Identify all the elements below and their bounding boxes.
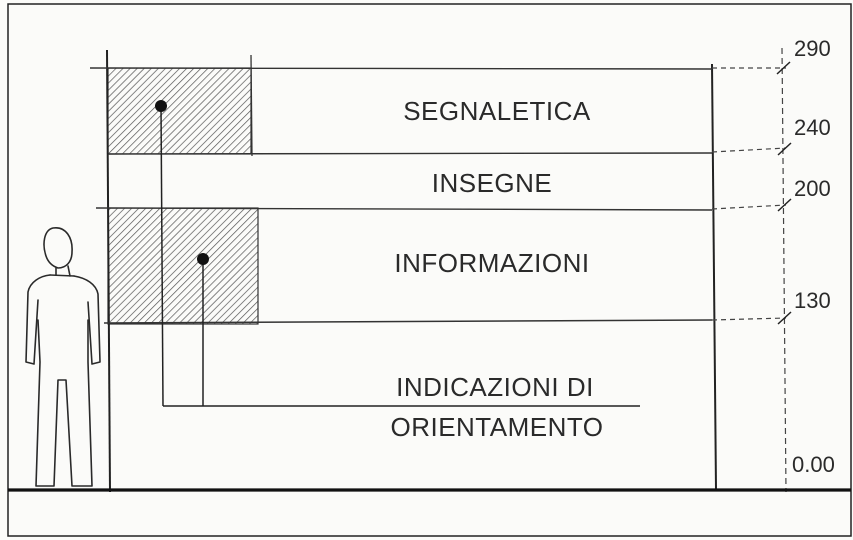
leader-line-segnaletica	[160, 105, 164, 407]
zone-line-290	[89, 67, 713, 70]
dimension-label-200: 200	[794, 176, 831, 201]
wall-left-line	[106, 49, 111, 493]
ext-line-130	[711, 317, 787, 321]
zone-label-orientamento: ORIENTAMENTO	[390, 412, 603, 442]
tick-130	[777, 311, 792, 325]
ext-line-200	[711, 204, 787, 210]
dimension-label-0: 0.00	[792, 452, 835, 477]
tick-240	[777, 142, 792, 156]
wall-right-line	[711, 63, 717, 491]
zone-line-200	[95, 207, 713, 211]
leader-dot-informazioni	[197, 253, 209, 265]
hatched-panel-top	[107, 67, 252, 155]
hatched-panel-middle	[107, 207, 259, 325]
zone-label-informazioni: INFORMAZIONI	[394, 248, 589, 278]
zone-label-segnaletica: SEGNALETICA	[403, 96, 591, 126]
dimension-chain	[781, 47, 787, 493]
dimension-label-240: 240	[794, 115, 831, 140]
leader-dot-segnaletica	[155, 100, 167, 112]
human-figure	[25, 227, 101, 487]
image-border	[7, 3, 852, 537]
tick-290	[776, 61, 791, 75]
zone-line-240	[107, 152, 713, 155]
tick-200	[777, 198, 792, 212]
zone-line-130	[103, 319, 713, 324]
zone-label-indicazioni: INDICAZIONI DI	[396, 372, 594, 402]
panel-divider-line	[250, 54, 253, 157]
ext-line-240	[711, 147, 787, 153]
dimension-label-290: 290	[794, 36, 831, 61]
zone-label-insegne: INSEGNE	[432, 168, 553, 198]
dimension-label-130: 130	[794, 288, 831, 313]
